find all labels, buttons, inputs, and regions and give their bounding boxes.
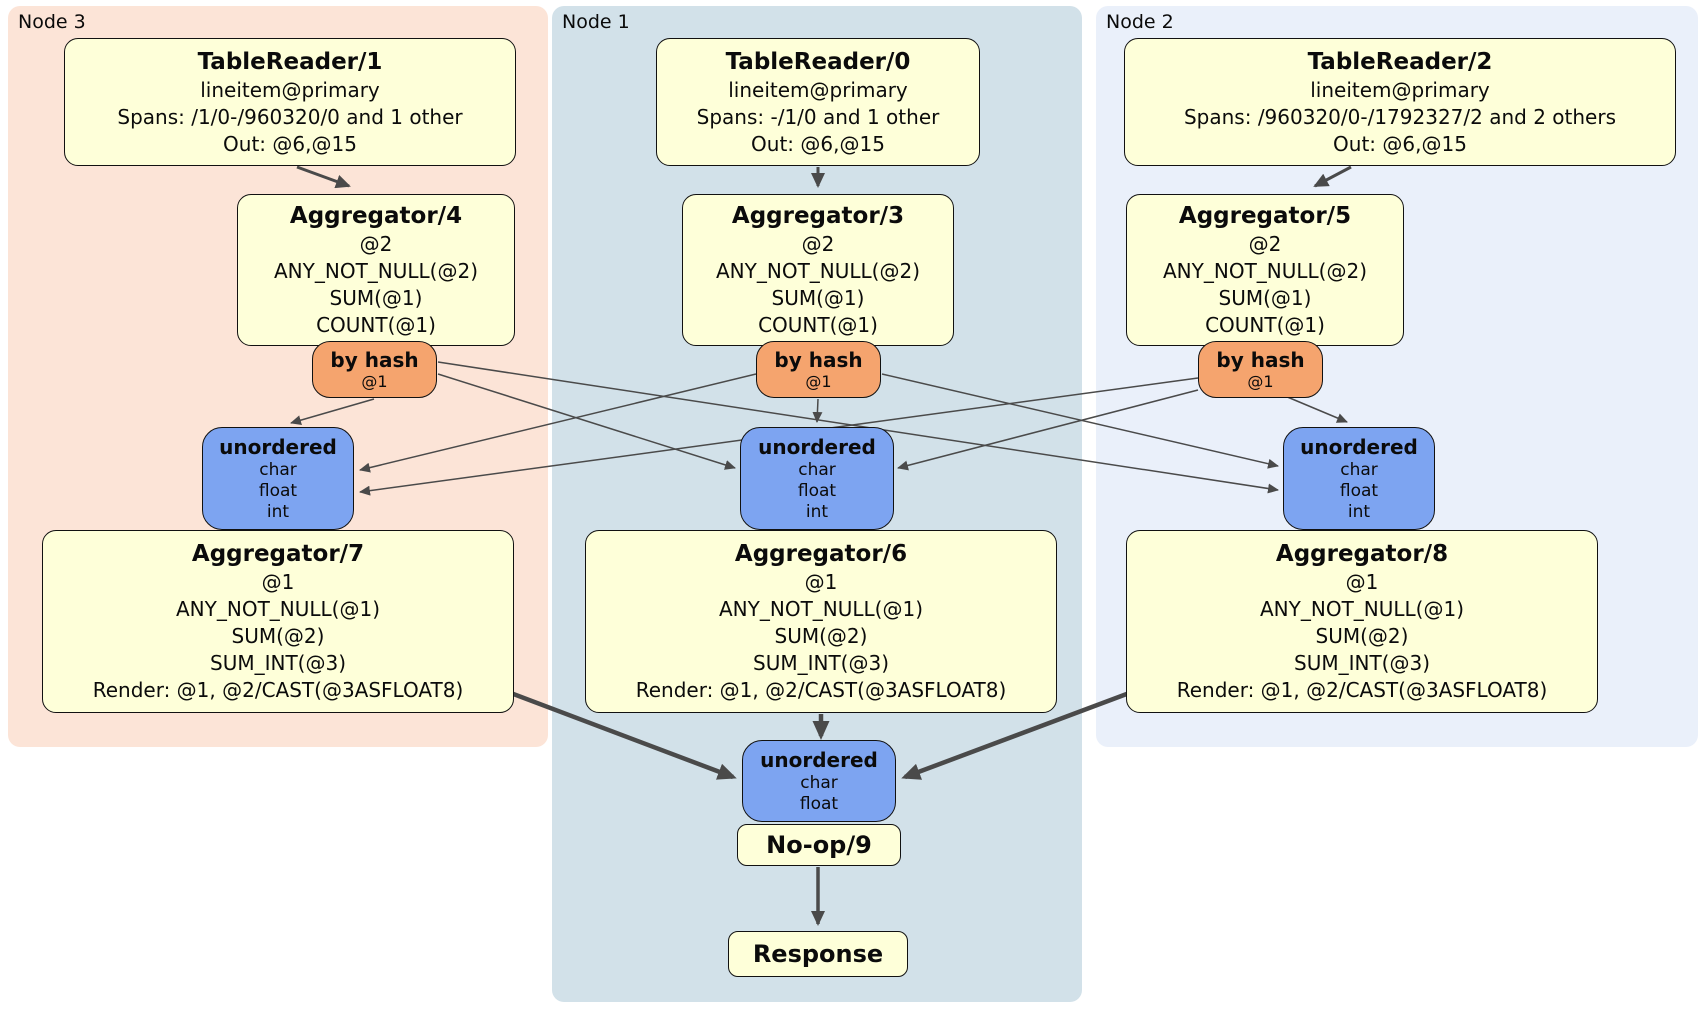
router-detail: @1: [1247, 372, 1274, 391]
router-detail: @1: [805, 372, 832, 391]
node2-label: Node 2: [1106, 11, 1174, 33]
processor-detail: ANY_NOT_NULL(@2): [716, 259, 920, 283]
processor-detail: Render: @1, @2/CAST(@3ASFLOAT8): [92, 678, 464, 702]
node3-label: Node 3: [18, 11, 86, 33]
sync-title: unordered: [758, 434, 876, 459]
processor-detail: SUM_INT(@3): [210, 651, 346, 675]
processor-response: Response: [728, 931, 908, 977]
processor-detail: ANY_NOT_NULL(@1): [719, 597, 923, 621]
processor-title: No-op/9: [766, 831, 872, 859]
processor-detail: SUM_INT(@3): [753, 651, 889, 675]
processor-detail: @2: [359, 232, 393, 256]
processor-title: Aggregator/4: [289, 203, 463, 229]
sync-detail: float: [797, 480, 837, 501]
processor-detail: ANY_NOT_NULL(@1): [176, 597, 380, 621]
processor-detail: COUNT(@1): [316, 313, 436, 337]
sync-detail: int: [1347, 501, 1371, 522]
processor-detail: @2: [1248, 232, 1282, 256]
processor-title: Aggregator/6: [734, 541, 908, 567]
sync-title: unordered: [219, 434, 337, 459]
processor-aggregator-6: Aggregator/6 @1 ANY_NOT_NULL(@1) SUM(@2)…: [585, 530, 1057, 713]
processor-detail: Out: @6,@15: [223, 131, 357, 156]
processor-tablereader-2: TableReader/2 lineitem@primary Spans: /9…: [1124, 38, 1676, 166]
processor-detail: lineitem@primary: [728, 77, 908, 102]
sync-detail: float: [799, 793, 839, 814]
router-by-hash-node1: by hash @1: [756, 341, 881, 398]
sync-detail: char: [259, 459, 297, 480]
processor-noop-9: No-op/9: [737, 824, 901, 866]
processor-aggregator-3: Aggregator/3 @2 ANY_NOT_NULL(@2) SUM(@1)…: [682, 194, 954, 346]
sync-detail: int: [266, 501, 290, 522]
processor-title: Aggregator/5: [1178, 203, 1352, 229]
sync-unordered-final: unordered char float: [742, 740, 896, 822]
router-title: by hash: [330, 348, 419, 372]
processor-detail: COUNT(@1): [758, 313, 878, 337]
sync-unordered-node1: unordered char float int: [740, 427, 894, 530]
sync-unordered-node2: unordered char float int: [1283, 427, 1435, 530]
processor-title: Aggregator/3: [731, 203, 905, 229]
processor-title: Response: [752, 940, 884, 968]
router-title: by hash: [1216, 348, 1305, 372]
processor-detail: Spans: /1/0-/960320/0 and 1 other: [117, 104, 463, 129]
processor-detail: @1: [804, 570, 838, 594]
processor-detail: Render: @1, @2/CAST(@3ASFLOAT8): [635, 678, 1007, 702]
processor-title: TableReader/1: [197, 48, 383, 75]
processor-title: Aggregator/8: [1275, 541, 1449, 567]
processor-detail: SUM(@2): [231, 624, 325, 648]
sync-detail: char: [798, 459, 836, 480]
processor-detail: SUM(@1): [329, 286, 423, 310]
processor-detail: SUM(@1): [771, 286, 865, 310]
processor-detail: SUM(@2): [1315, 624, 1409, 648]
processor-detail: Out: @6,@15: [1333, 131, 1467, 156]
processor-detail: ANY_NOT_NULL(@1): [1260, 597, 1464, 621]
sync-detail: char: [800, 772, 838, 793]
processor-detail: Spans: /960320/0-/1792327/2 and 2 others: [1183, 104, 1616, 129]
processor-tablereader-0: TableReader/0 lineitem@primary Spans: -/…: [656, 38, 980, 166]
processor-detail: Out: @6,@15: [751, 131, 885, 156]
router-title: by hash: [774, 348, 863, 372]
processor-aggregator-5: Aggregator/5 @2 ANY_NOT_NULL(@2) SUM(@1)…: [1126, 194, 1404, 346]
sync-detail: float: [1339, 480, 1379, 501]
processor-title: TableReader/0: [725, 48, 911, 75]
sync-detail: char: [1340, 459, 1378, 480]
processor-tablereader-1: TableReader/1 lineitem@primary Spans: /1…: [64, 38, 516, 166]
sync-title: unordered: [760, 747, 878, 772]
processor-detail: ANY_NOT_NULL(@2): [274, 259, 478, 283]
processor-aggregator-4: Aggregator/4 @2 ANY_NOT_NULL(@2) SUM(@1)…: [237, 194, 515, 346]
processor-detail: SUM_INT(@3): [1294, 651, 1430, 675]
processor-detail: ANY_NOT_NULL(@2): [1163, 259, 1367, 283]
processor-title: TableReader/2: [1307, 48, 1493, 75]
router-by-hash-node2: by hash @1: [1198, 341, 1323, 398]
router-detail: @1: [361, 372, 388, 391]
processor-detail: Spans: -/1/0 and 1 other: [696, 104, 940, 129]
processor-detail: lineitem@primary: [1310, 77, 1490, 102]
sync-unordered-node3: unordered char float int: [202, 427, 354, 530]
processor-aggregator-7: Aggregator/7 @1 ANY_NOT_NULL(@1) SUM(@2)…: [42, 530, 514, 713]
sync-detail: float: [258, 480, 298, 501]
processor-aggregator-8: Aggregator/8 @1 ANY_NOT_NULL(@1) SUM(@2)…: [1126, 530, 1598, 713]
processor-detail: COUNT(@1): [1205, 313, 1325, 337]
processor-detail: SUM(@2): [774, 624, 868, 648]
router-by-hash-node3: by hash @1: [312, 341, 437, 398]
sync-title: unordered: [1300, 434, 1418, 459]
processor-detail: Render: @1, @2/CAST(@3ASFLOAT8): [1176, 678, 1548, 702]
node1-label: Node 1: [562, 11, 630, 33]
processor-detail: @1: [1345, 570, 1379, 594]
processor-detail: @2: [801, 232, 835, 256]
sync-detail: int: [805, 501, 829, 522]
processor-detail: lineitem@primary: [200, 77, 380, 102]
processor-detail: @1: [261, 570, 295, 594]
processor-title: Aggregator/7: [191, 541, 365, 567]
processor-detail: SUM(@1): [1218, 286, 1312, 310]
